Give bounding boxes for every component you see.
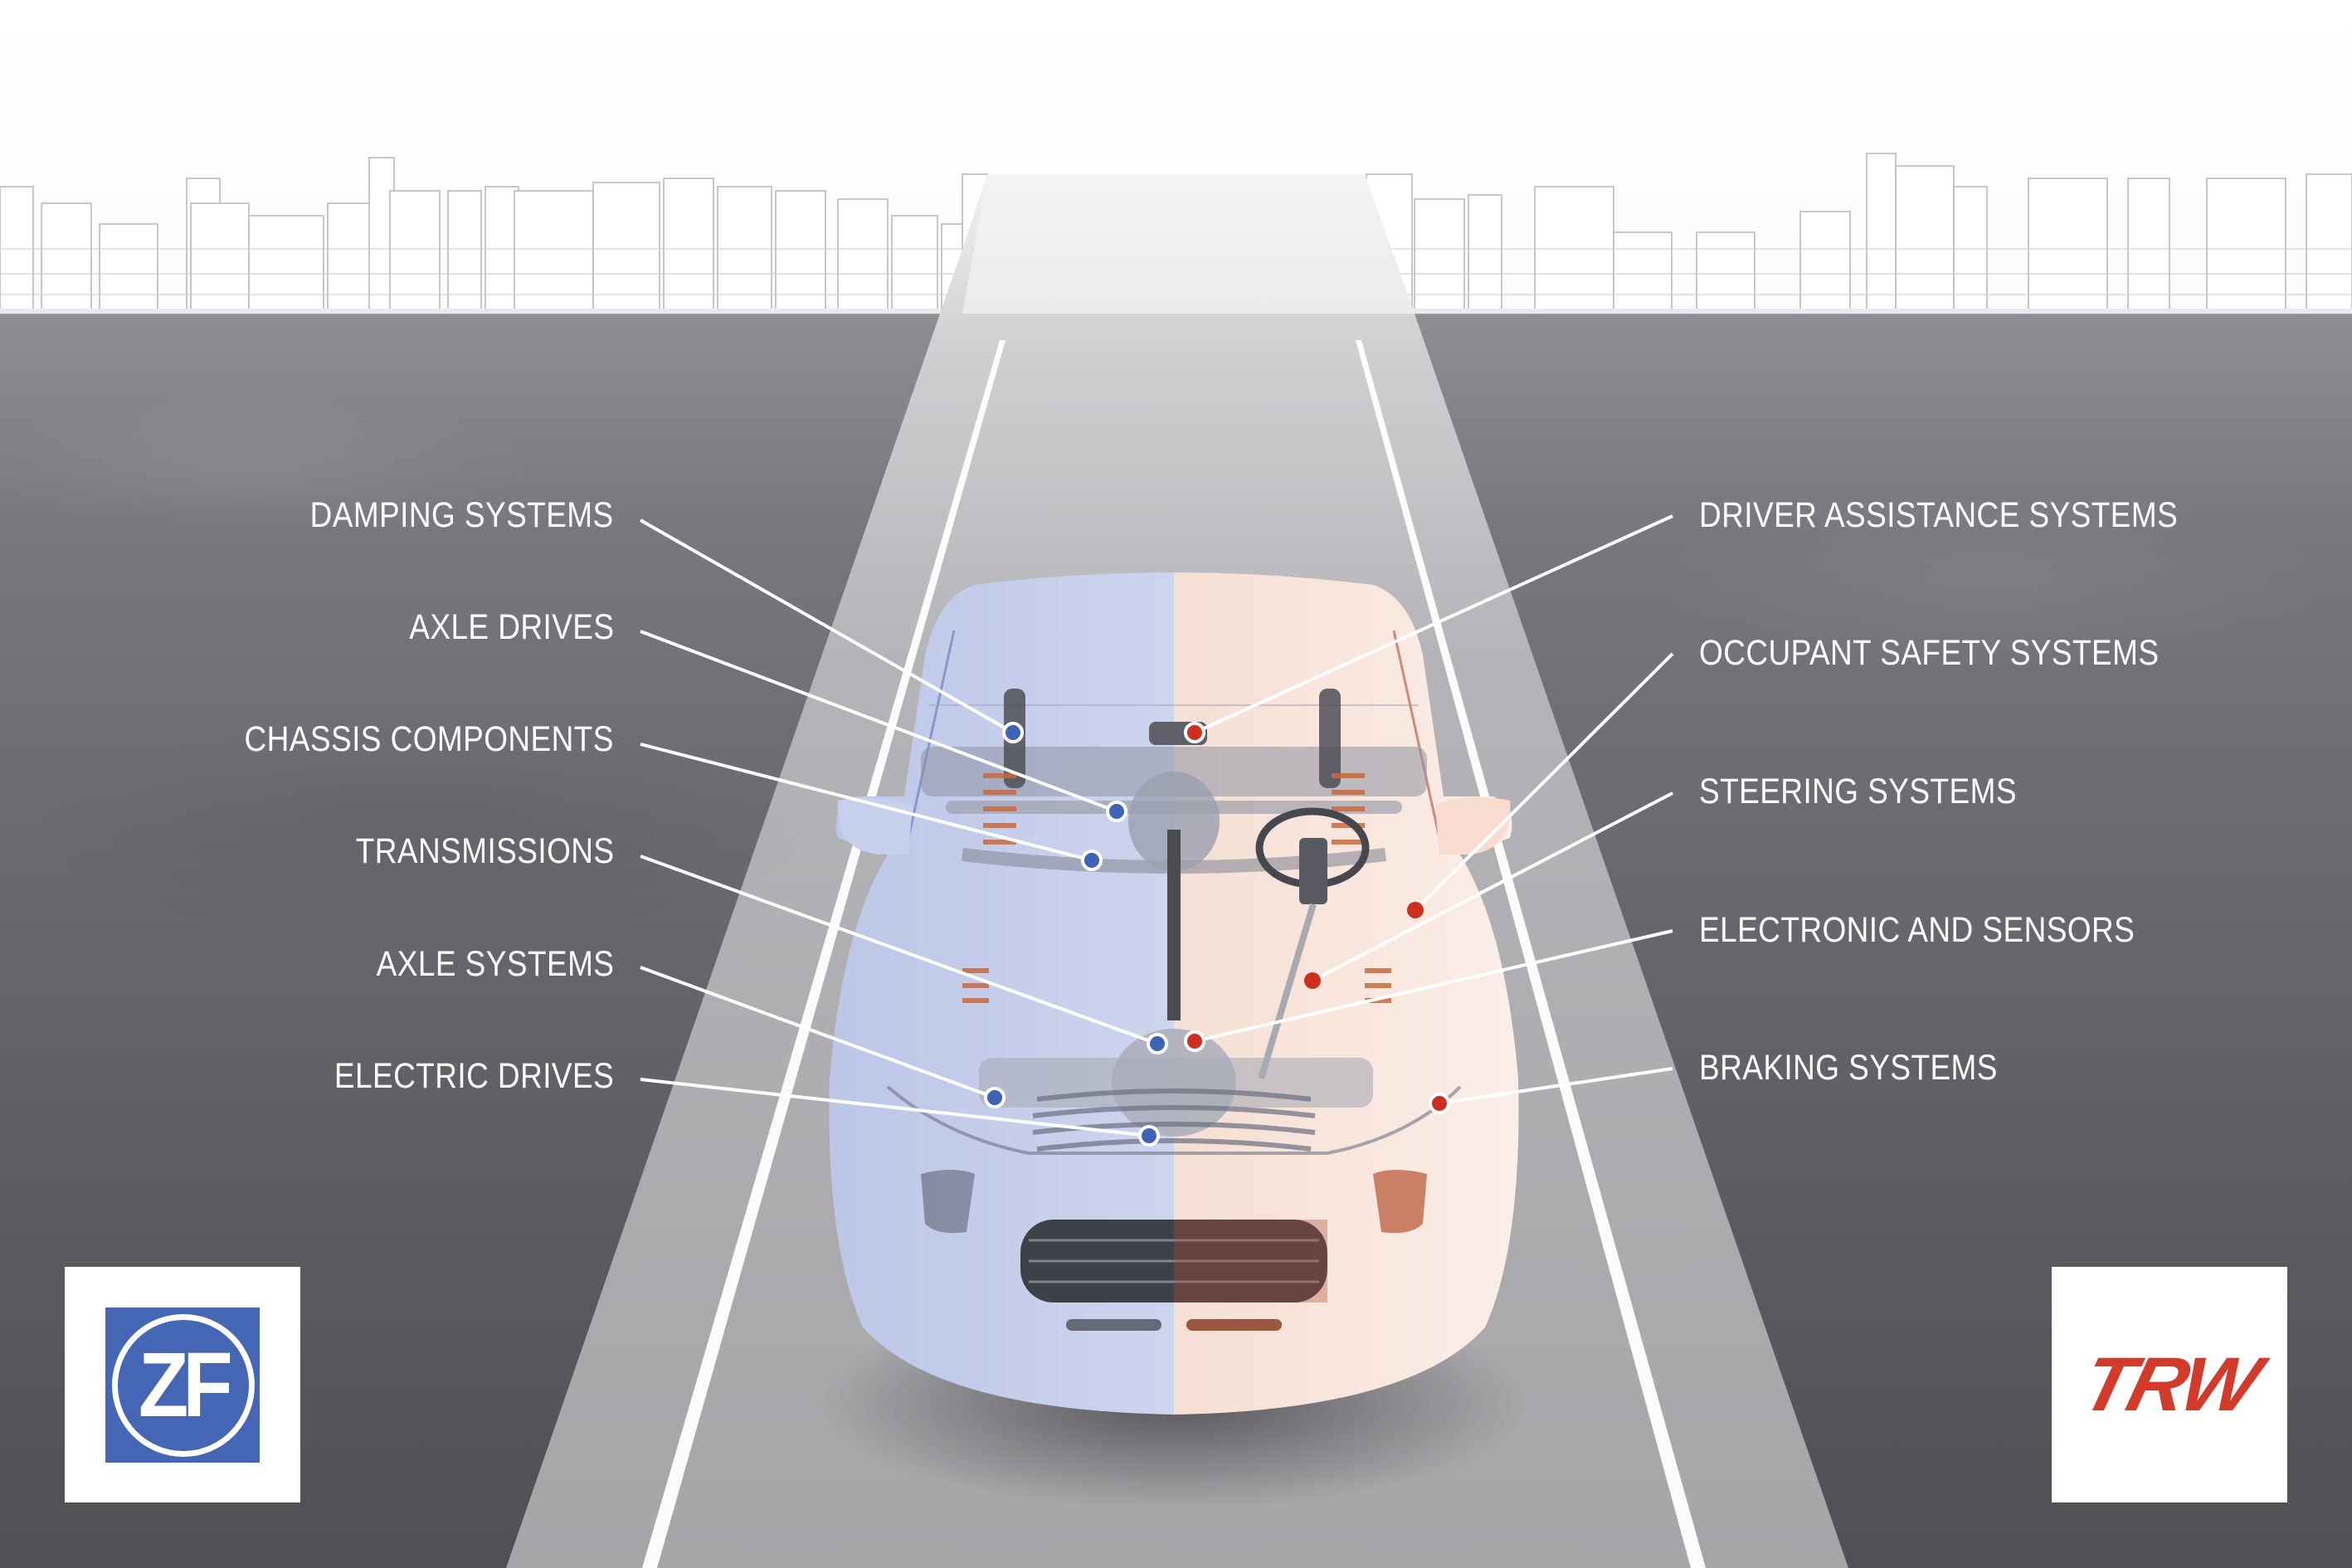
zf-logo: ZF (65, 1267, 300, 1502)
label-steering-systems: STEERING SYSTEMS (1699, 772, 2017, 811)
marker-braking-systems[interactable] (1429, 1093, 1450, 1114)
zf-markers (984, 722, 1168, 1147)
marker-electric-drives[interactable] (1138, 1125, 1160, 1147)
road-horizon-fade (962, 174, 1415, 314)
label-chassis-components: CHASSIS COMPONENTS (244, 719, 614, 759)
label-electric-drives: ELECTRIC DRIVES (334, 1056, 614, 1096)
label-driver-assistance-systems: DRIVER ASSISTANCE SYSTEMS (1699, 495, 2179, 535)
trw-logo: TRW (2052, 1267, 2287, 1502)
marker-chassis-components[interactable] (1081, 850, 1103, 871)
marker-driver-assistance[interactable] (1184, 722, 1205, 743)
leader-lines (640, 514, 1674, 1137)
right-mirror (1435, 797, 1511, 855)
left-mirror (837, 797, 913, 855)
marker-damping-systems[interactable] (1002, 722, 1024, 743)
zf-logo-ring (112, 1314, 255, 1457)
lane-line-right (1356, 340, 1706, 1568)
zf-logo-text: ZF (138, 1334, 233, 1436)
marker-axle-drives[interactable] (1106, 801, 1127, 822)
marker-transmissions[interactable] (1147, 1033, 1168, 1054)
label-electronic-and-sensors: ELECTRONIC AND SENSORS (1699, 910, 2135, 950)
city-base-right (1366, 309, 2352, 314)
marker-occupant-safety[interactable] (1407, 902, 1424, 918)
label-braking-systems: BRAKING SYSTEMS (1699, 1048, 1998, 1088)
trw-markers (1184, 722, 1450, 1114)
marker-electronic-sensors[interactable] (1184, 1030, 1205, 1052)
marker-axle-systems[interactable] (984, 1087, 1006, 1108)
city-skyline-left (0, 157, 988, 312)
city-skyline-right (1366, 153, 2352, 312)
label-occupant-safety-systems: OCCUPANT SAFETY SYSTEMS (1699, 633, 2160, 673)
marker-steering-systems[interactable] (1304, 972, 1321, 989)
lane-line-left (642, 340, 1006, 1568)
trw-logo-icon: TRW (2052, 1267, 2287, 1502)
label-axle-drives: AXLE DRIVES (408, 607, 614, 647)
trw-logo-text: TRW (2073, 1342, 2266, 1427)
label-transmissions: TRANSMISSIONS (355, 831, 614, 871)
city-base-left (0, 309, 987, 314)
label-damping-systems: DAMPING SYSTEMS (309, 495, 614, 535)
zf-logo-icon: ZF (105, 1307, 260, 1463)
label-axle-systems: AXLE SYSTEMS (376, 944, 614, 984)
